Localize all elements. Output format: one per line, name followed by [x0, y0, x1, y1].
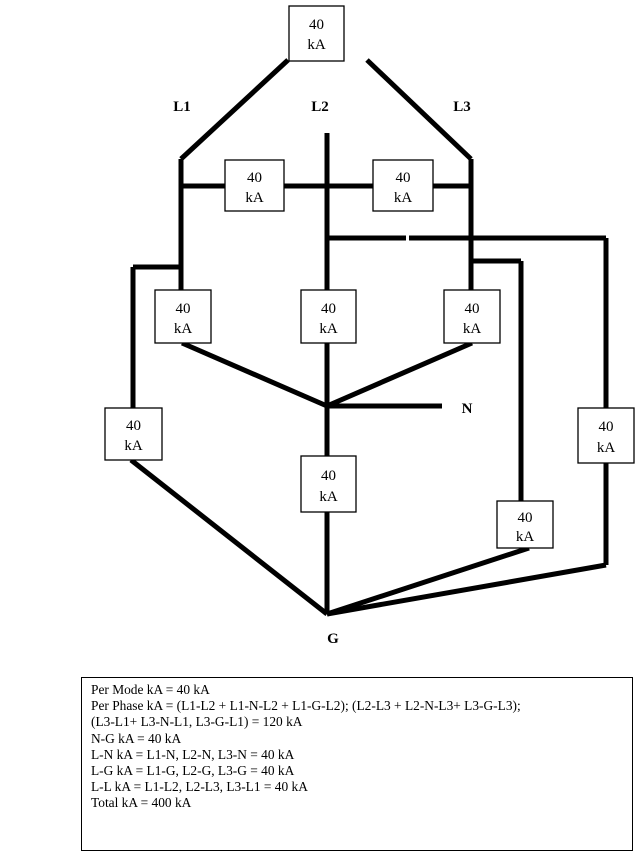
legend-line: L-G kA = L1-G, L2-G, L3-G = 40 kA	[91, 763, 295, 779]
rating-unit: kA	[463, 321, 482, 337]
rating-unit: kA	[597, 440, 616, 456]
legend-line: Total kA = 400 kA	[91, 795, 192, 811]
ratings-legend: Per Mode kA = 40 kA Per Phase kA = (L1-L…	[81, 677, 633, 851]
rating-box-l2-g: 40 kA	[496, 500, 554, 549]
rating-box-top: 40 kA	[288, 5, 345, 62]
legend-line: Per Mode kA = 40 kA	[91, 682, 210, 697]
rating-unit: kA	[319, 321, 338, 337]
rating-unit: kA	[394, 190, 413, 206]
rating-unit: kA	[174, 321, 193, 337]
label-l2: L2	[311, 99, 329, 115]
rating-box-l3-g: 40 kA	[577, 407, 635, 464]
rating-value: 40	[309, 17, 324, 33]
surge-protection-wiring-diagram: L1 L2 L3 N G 40 kA 40 kA 40 kA 40 kA 40 …	[104, 5, 635, 647]
rating-value: 40	[518, 510, 533, 526]
rating-value: 40	[176, 301, 191, 317]
rating-box-l2-l3: 40 kA	[372, 159, 434, 212]
rating-box-l1-g: 40 kA	[104, 407, 163, 461]
label-l3: L3	[453, 99, 471, 115]
rating-value: 40	[321, 468, 336, 484]
rating-unit: kA	[319, 489, 338, 505]
wiring	[129, 58, 609, 617]
label-l1: L1	[173, 99, 191, 115]
label-g: G	[327, 631, 339, 647]
rating-box-l2-n: 40 kA	[300, 289, 357, 344]
rating-value: 40	[247, 170, 262, 186]
rating-value: 40	[396, 170, 411, 186]
rating-box-l1-l2: 40 kA	[224, 159, 285, 212]
rating-value: 40	[599, 419, 614, 435]
rating-unit: kA	[245, 190, 264, 206]
rating-value: 40	[321, 301, 336, 317]
label-n: N	[462, 401, 473, 417]
legend-line: L-N kA = L1-N, L2-N, L3-N = 40 kA	[91, 746, 295, 762]
rating-value: 40	[465, 301, 480, 317]
legend-line: (L3-L1+ L3-N-L1, L3-G-L1) = 120 kA	[91, 714, 303, 730]
rating-unit: kA	[124, 438, 143, 454]
rating-box-l3-n: 40 kA	[443, 289, 501, 344]
rating-unit: kA	[516, 529, 535, 545]
legend-line: Per Phase kA = (L1-L2 + L1-N-L2 + L1-G-L…	[91, 698, 521, 714]
rating-unit: kA	[307, 37, 326, 53]
legend-line: L-L kA = L1-L2, L2-L3, L3-L1 = 40 kA	[91, 779, 308, 795]
legend-line: N-G kA = 40 kA	[91, 730, 182, 746]
rating-box-l1-n: 40 kA	[154, 289, 212, 344]
rating-value: 40	[126, 418, 141, 434]
rating-box-n-g: 40 kA	[300, 455, 357, 513]
